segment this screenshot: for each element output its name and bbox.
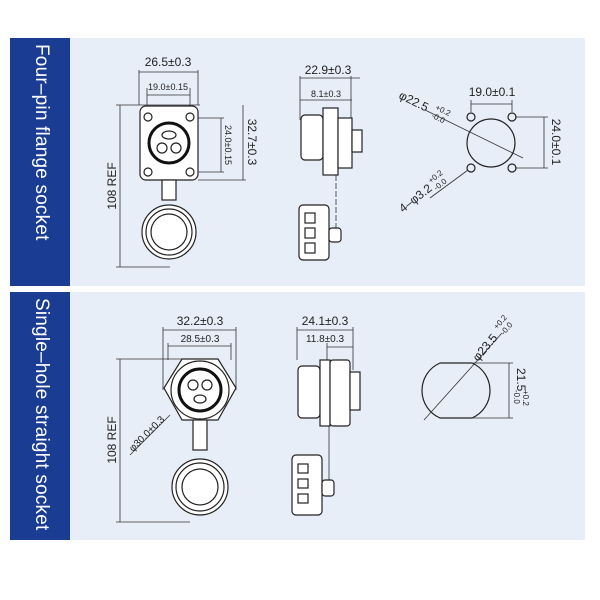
straight-front-view: 32.2±0.3 28.5±0.3 108 REF φ30.0±0.3 — [105, 314, 237, 523]
dim-width: 26.5±0.3 — [145, 55, 192, 69]
dim-diameter: φ30.0±0.3 — [127, 414, 167, 454]
dim-flange: 8.1±0.3 — [311, 89, 341, 99]
dim-flange: 11.8±0.3 — [306, 334, 345, 345]
dim-hole-spacing-v: 24.0±0.15 — [223, 125, 233, 165]
straight-side-view: 24.1±0.3 11.8±0.3 — [291, 314, 361, 516]
tol-minus: -0.0 — [512, 390, 521, 404]
dim-length: 108 REF — [105, 162, 119, 209]
flange-panel-cutout: 19.0±0.1 24.0±0.1 φ22.5 +0.2 -0.0 4–φ3.2… — [396, 85, 563, 216]
dim-hole-spacing: 19.0±0.15 — [148, 82, 188, 92]
flange-front-view: 26.5±0.3 19.0±0.15 108 REF 32.7±0.3 24.0… — [105, 55, 259, 268]
dim-height: 32.7±0.3 — [245, 119, 259, 166]
dim-diameter: φ23.5 — [470, 331, 501, 364]
dim-depth: 24.1±0.3 — [302, 314, 349, 328]
dim-inner-width: 28.5±0.3 — [181, 334, 220, 345]
dim-flat: 21.5 — [514, 368, 528, 392]
tol-plus: +0.2 — [521, 390, 530, 406]
section-label-bar: Four–pin flange socket — [10, 38, 70, 286]
flange-side-view: 22.9±0.3 8.1±0.3 — [298, 63, 363, 261]
dim-holes: 4–φ3.2 — [396, 181, 435, 216]
dim-width: 32.2±0.3 — [177, 314, 224, 328]
dim-diameter: φ22.5 — [397, 88, 431, 114]
section-label-bar: Single–hole straight socket — [10, 292, 70, 540]
dim-hole-spacing: 19.0±0.1 — [469, 85, 516, 99]
dim-length: 108 REF — [105, 416, 119, 463]
dim-hole-spacing-v: 24.0±0.1 — [549, 119, 563, 166]
straight-panel-cutout: φ23.5 +0.2 -0.0 21.5 +0.2 -0.0 — [421, 313, 530, 421]
dim-depth: 22.9±0.3 — [305, 63, 352, 77]
